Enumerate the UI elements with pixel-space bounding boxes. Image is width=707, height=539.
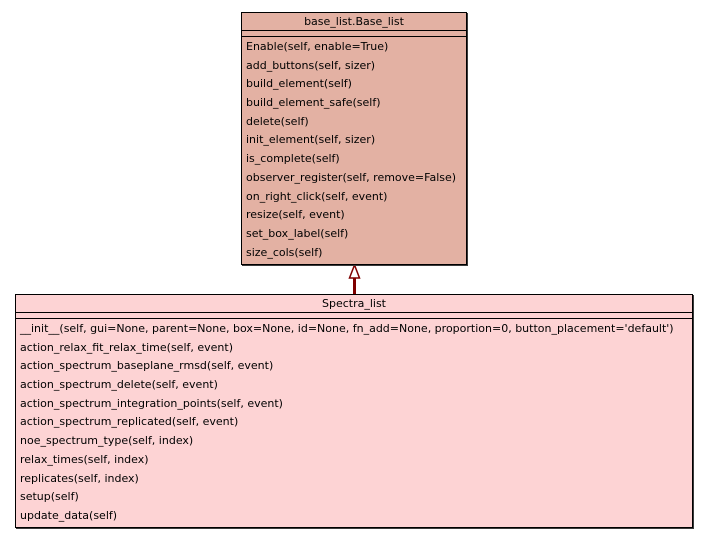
method-item: is_complete(self): [246, 152, 340, 166]
class-box-spectra-list[interactable]: Spectra_list __init__(self, gui=None, pa…: [15, 294, 693, 528]
attributes-section: [16, 313, 692, 319]
method-item: action_spectrum_delete(self, event): [20, 378, 218, 392]
method-item: on_right_click(self, event): [246, 189, 388, 203]
method-item: noe_spectrum_type(self, index): [20, 434, 194, 448]
class-box-base-list[interactable]: base_list.Base_list Enable(self, enable=…: [241, 12, 467, 265]
attributes-section: [242, 31, 466, 37]
class-title: base_list.Base_list: [242, 13, 466, 31]
method-item: replicates(self, index): [20, 471, 139, 485]
method-item: observer_register(self, remove=False): [246, 170, 457, 184]
method-item: init_element(self, sizer): [246, 133, 376, 147]
methods-section: __init__(self, gui=None, parent=None, bo…: [16, 319, 692, 526]
method-item: set_box_label(self): [246, 226, 349, 240]
method-item: __init__(self, gui=None, parent=None, bo…: [20, 322, 674, 335]
method-item: action_spectrum_baseplane_rmsd(self, eve…: [20, 359, 274, 373]
method-item: size_cols(self): [246, 245, 323, 259]
method-item: relax_times(self, index): [20, 452, 149, 466]
methods-section: Enable(self, enable=True) add_buttons(se…: [242, 37, 466, 262]
method-item: add_buttons(self, sizer): [246, 58, 376, 72]
method-item: action_spectrum_replicated(self, event): [20, 415, 239, 429]
method-item: resize(self, event): [246, 208, 345, 222]
method-item: build_element(self): [246, 77, 352, 91]
class-title: Spectra_list: [16, 295, 692, 313]
method-item: action_spectrum_integration_points(self,…: [20, 396, 283, 410]
inheritance-arrowhead-icon: [348, 262, 361, 279]
method-item: action_relax_fit_relax_time(self, event): [20, 340, 233, 354]
method-item: build_element_safe(self): [246, 96, 381, 110]
method-item: setup(self): [20, 490, 79, 504]
method-item: Enable(self, enable=True): [246, 40, 389, 53]
method-item: delete(self): [246, 114, 309, 128]
method-item: update_data(self): [20, 508, 118, 522]
